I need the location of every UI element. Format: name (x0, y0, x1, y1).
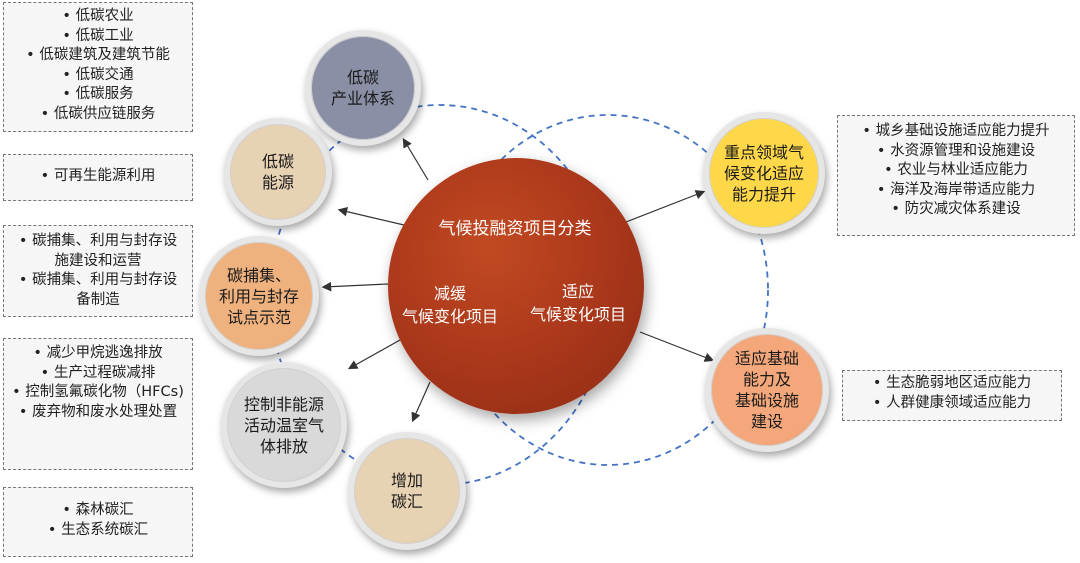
node-label: 碳捕集、 利用与封存 试点示范 (218, 265, 299, 327)
box-list: 碳捕集、利用与封存设施建设和运营碳捕集、利用与封存设备制造 (14, 232, 182, 310)
box-list: 减少甲烷逃逸排放生产过程碳减排控制氢氟碳化物（HFCs)废弃物和废水处理处置 (12, 344, 184, 422)
box-carbon-sink: 森林碳汇生态系统碳汇 (3, 487, 193, 557)
arrow-to-ccus (321, 281, 389, 292)
node-low-carbon-energy: 低碳 能源 (224, 118, 332, 226)
node-label: 控制非能源 活动温室气 体排放 (243, 394, 324, 456)
node-non-energy-emissions: 控制非能源 活动温室气 体排放 (221, 362, 347, 488)
node-label: 增加 碳汇 (390, 471, 423, 511)
arrow-to-low-carbon-energy (337, 206, 405, 226)
box-list-item: 防灾减灾体系建设 (840, 200, 1072, 220)
node-label: 重点领域气 候变化适应 能力提升 (723, 142, 804, 204)
box-list-item: 水资源管理和设施建设 (840, 142, 1072, 162)
box-low-carbon-industry: 低碳农业低碳工业低碳建筑及建筑节能低碳交通低碳服务低碳供应链服务 (3, 2, 193, 132)
arrow-to-carbon-sink (411, 381, 431, 423)
box-list-item: 低碳工业 (6, 27, 190, 47)
box-list: 可再生能源利用 (6, 167, 190, 187)
box-list-item: 农业与林业适应能力 (840, 161, 1072, 181)
box-list-item: 低碳农业 (6, 7, 190, 27)
box-list-item: 人群健康领域适应能力 (845, 394, 1059, 414)
node-carbon-sink: 增加 碳汇 (348, 432, 466, 550)
box-list-item: 低碳建筑及建筑节能 (6, 46, 190, 66)
adaptation-dashed-ellipse (447, 114, 769, 466)
center-circle (388, 158, 644, 414)
box-list-item: 海洋及海岸带适应能力 (840, 181, 1072, 201)
box-list: 低碳农业低碳工业低碳建筑及建筑节能低碳交通低碳服务低碳供应链服务 (6, 7, 190, 124)
arrow-to-basic-adaptation (639, 331, 715, 362)
box-list-item: 减少甲烷逃逸排放 (12, 344, 184, 364)
node-label: 低碳 能源 (261, 152, 294, 192)
box-list-item: 生态系统碳汇 (6, 521, 190, 541)
box-low-carbon-energy: 可再生能源利用 (3, 154, 193, 201)
box-list-item: 生态脆弱地区适应能力 (845, 374, 1059, 394)
mitigation-label: 减缓 气候变化项目 (401, 284, 498, 326)
node-basic-adaptation: 适应基础 能力及 基础设施 建设 (705, 328, 829, 452)
box-list-item: 低碳服务 (6, 85, 190, 105)
arrow-to-non-energy (347, 339, 401, 370)
box-list-item: 森林碳汇 (6, 501, 190, 521)
box-list-item: 可再生能源利用 (6, 167, 190, 187)
box-list-item: 生产过程碳减排 (12, 364, 184, 384)
node-low-carbon-industry: 低碳 产业体系 (305, 30, 421, 146)
box-list-item: 碳捕集、利用与封存设备制造 (14, 271, 182, 310)
box-basic-adaptation: 生态脆弱地区适应能力人群健康领域适应能力 (842, 370, 1062, 421)
arrow-to-key-field (625, 190, 706, 223)
box-ccus: 碳捕集、利用与封存设施建设和运营碳捕集、利用与封存设备制造 (3, 225, 193, 317)
node-ccus: 碳捕集、 利用与封存 试点示范 (199, 236, 319, 356)
box-list: 森林碳汇生态系统碳汇 (6, 501, 190, 540)
node-key-field-adaptation: 重点领域气 候变化适应 能力提升 (703, 112, 825, 234)
box-list-item: 低碳供应链服务 (6, 105, 190, 125)
adaptation-label: 适应 气候变化项目 (529, 282, 626, 324)
center-title: 气候投融资项目分类 (438, 219, 592, 239)
box-list-item: 碳捕集、利用与封存设施建设和运营 (14, 232, 182, 271)
node-label: 适应基础 能力及 基础设施 建设 (734, 349, 799, 431)
box-non-energy-emissions: 减少甲烷逃逸排放生产过程碳减排控制氢氟碳化物（HFCs)废弃物和废水处理处置 (3, 338, 193, 470)
box-list-item: 城乡基础设施适应能力提升 (840, 122, 1072, 142)
box-key-field-adaptation: 城乡基础设施适应能力提升水资源管理和设施建设农业与林业适应能力海洋及海岸带适应能… (837, 115, 1075, 236)
box-list-item: 低碳交通 (6, 66, 190, 86)
box-list: 生态脆弱地区适应能力人群健康领域适应能力 (845, 374, 1059, 413)
box-list-item: 废弃物和废水处理处置 (12, 403, 184, 423)
box-list: 城乡基础设施适应能力提升水资源管理和设施建设农业与林业适应能力海洋及海岸带适应能… (840, 122, 1072, 220)
node-label: 低碳 产业体系 (330, 68, 395, 108)
box-list-item: 控制氢氟碳化物（HFCs) (12, 383, 184, 403)
arrow-to-low-carbon-industry (402, 137, 429, 181)
